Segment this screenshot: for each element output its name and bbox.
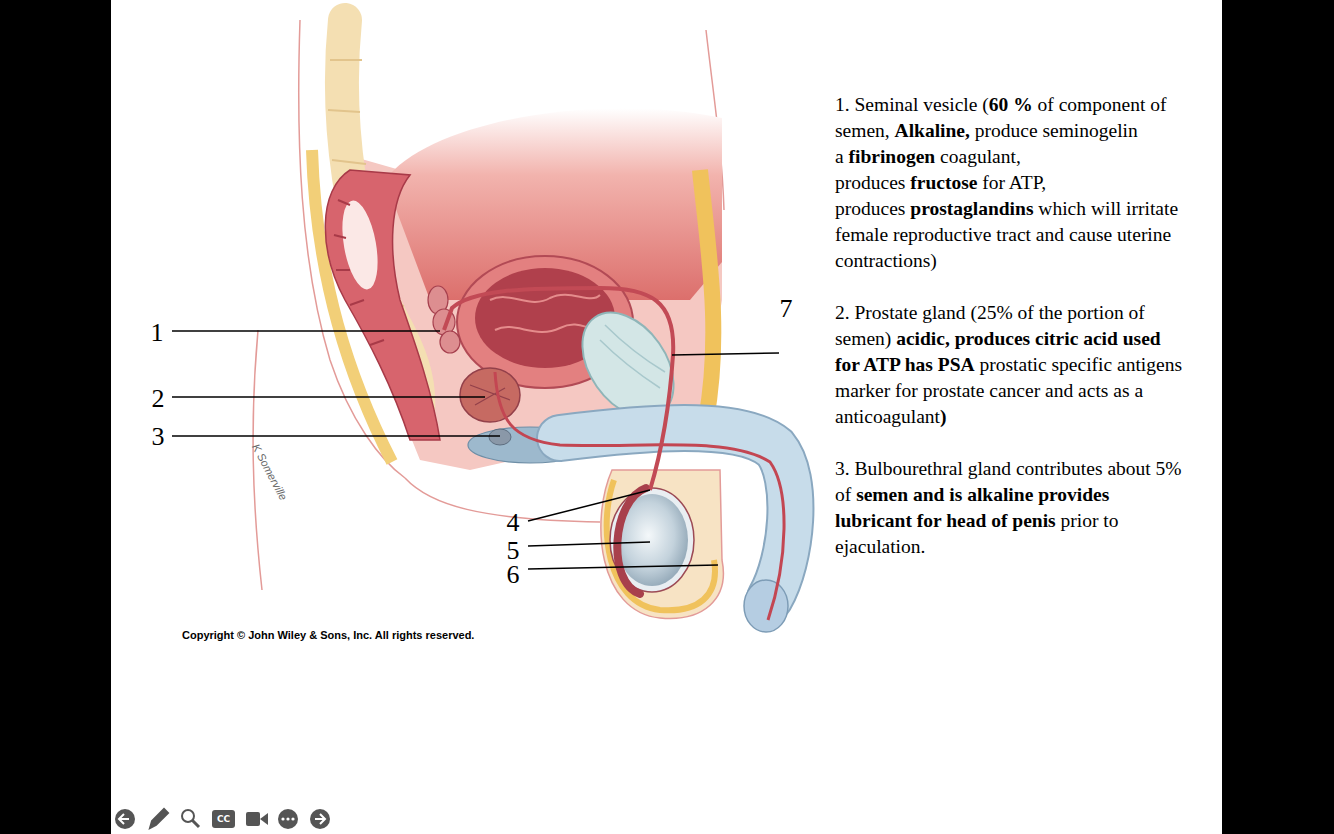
copyright-note: Copyright © John Wiley & Sons, Inc. All … — [182, 629, 474, 641]
leader-lines — [172, 331, 779, 569]
callout-number: 7 — [774, 294, 798, 324]
note-paragraph: 1. Seminal vesicle (60 %of component of … — [835, 92, 1187, 274]
note-text: 1. Seminal vesicle ( — [835, 94, 989, 115]
pelvis-section — [253, 20, 790, 632]
callout-number: 3 — [146, 422, 170, 452]
note-paragraph: 2. Prostate gland (25% of the portion of… — [835, 300, 1187, 430]
note-text: 60 % — [989, 94, 1033, 115]
note-text: fibrinogen — [849, 146, 936, 167]
callout-number: 4 — [501, 508, 525, 538]
callout-number: 2 — [146, 384, 170, 414]
note-paragraph: 3. Bulbourethral gland contributes about… — [835, 456, 1187, 560]
callout-number: 1 — [145, 318, 169, 348]
note-text: fructose — [910, 172, 977, 193]
note-text: ) — [940, 406, 947, 427]
caption-button: CC — [212, 810, 236, 828]
note-text: Alkaline, — [895, 120, 970, 141]
toolbar-icons — [115, 809, 330, 829]
note-text: prostaglandins — [910, 198, 1033, 219]
callout-number: 6 — [501, 560, 525, 590]
slide — [111, 0, 1222, 834]
